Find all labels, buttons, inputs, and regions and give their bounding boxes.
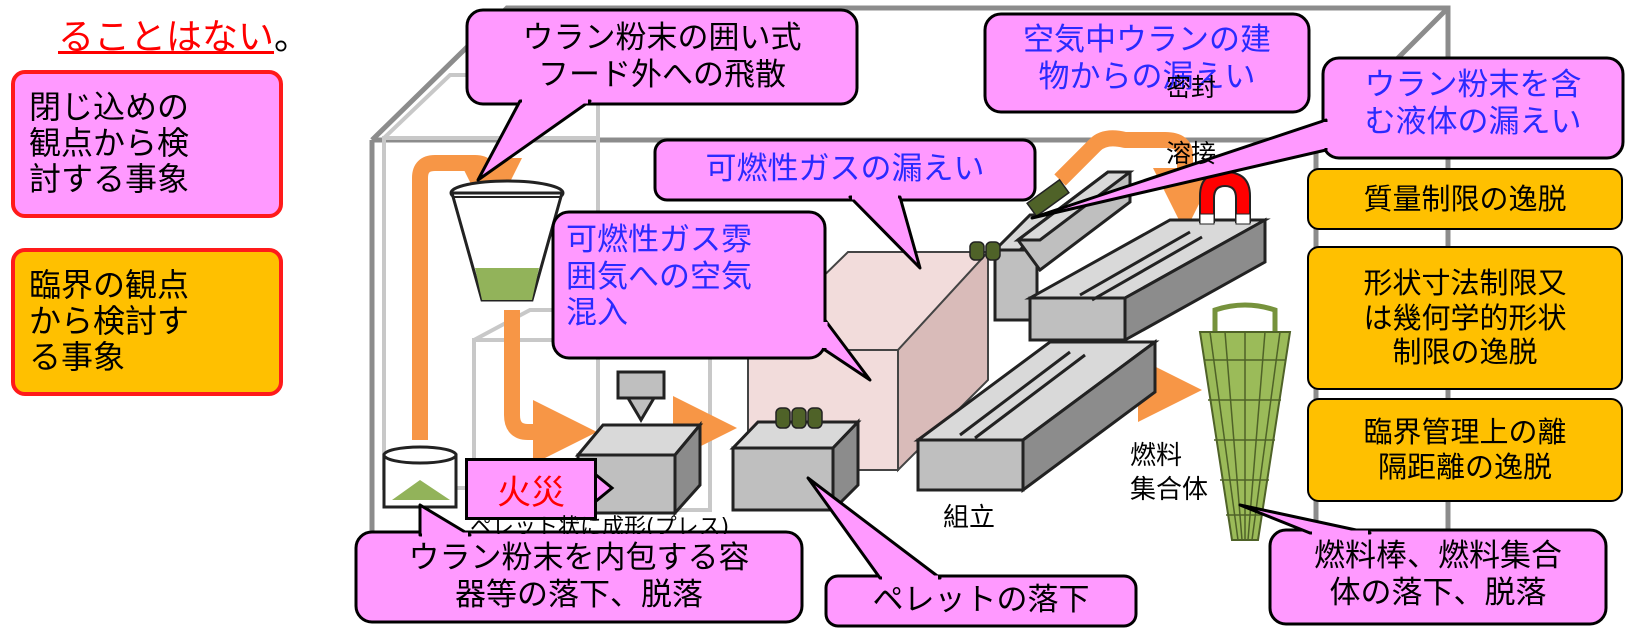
callout-hood-scatter-text: ウラン粉末の囲い式 フード外への飛散 xyxy=(522,20,802,93)
callout-airborne-leak xyxy=(983,12,1311,114)
top-note: ることはない。 xyxy=(58,8,310,60)
callout-pellet-drop xyxy=(806,476,1138,628)
rod-bench-upper xyxy=(1024,217,1271,343)
legend-criticality: 臨界の観点 から検討す る事象 xyxy=(11,248,283,396)
callout-hood-scatter xyxy=(465,8,859,182)
magnet-icon xyxy=(1199,170,1251,225)
powder-container xyxy=(382,445,458,509)
callout-air-ingress-text: 可燃性ガス雰 囲気への空気 混入 xyxy=(566,222,752,332)
hopper xyxy=(449,179,565,302)
crit-geometry-limit: 形状寸法制限又 は幾何学的形状 制限の逸脱 xyxy=(1307,246,1623,390)
callout-liquid-leak-text: ウラン粉末を含 む液体の漏えい xyxy=(1364,67,1582,140)
callout-air-ingress xyxy=(551,210,872,382)
press-machine xyxy=(574,370,704,517)
label-assembly: 組立 xyxy=(943,503,996,533)
top-note-punct: 。 xyxy=(274,17,311,58)
callout-pellet-drop-text: ペレットの落下 xyxy=(872,582,1090,618)
callout-liquid-leak xyxy=(1030,56,1625,220)
callout-gas-leak xyxy=(653,138,1037,270)
callout-airborne-leak-text: 空気中ウランの建 物からの漏えい xyxy=(1023,22,1271,95)
crit-spacing-limit: 臨界管理上の離 隔距離の逸脱 xyxy=(1307,398,1623,502)
legend-containment: 閉じ込めの 観点から検 討する事象 xyxy=(11,70,283,218)
top-note-text: ることはない xyxy=(58,17,275,58)
callout-assembly-drop-text: 燃料棒、燃料集合 体の落下、脱落 xyxy=(1314,538,1562,611)
label-seal: 密封 xyxy=(1166,73,1217,102)
inspection-bench xyxy=(913,339,1160,493)
callout-container-drop-text: ウラン粉末を内包する容 器等の落下、脱落 xyxy=(408,540,750,613)
callout-container-drop xyxy=(354,503,804,624)
callout-gas-leak-text: 可燃性ガスの漏えい xyxy=(705,151,985,187)
label-press: ペレット状に成形(プレス) xyxy=(470,515,730,534)
label-fuel-assembly: 燃料 集合体 xyxy=(1130,441,1209,505)
label-weld: 溶接 xyxy=(1166,139,1217,168)
fire-label: 火災 xyxy=(465,458,597,520)
crit-mass-limit: 質量制限の逸脱 xyxy=(1307,168,1623,230)
pellet-tray xyxy=(729,407,862,514)
callout-assembly-drop xyxy=(1238,503,1608,626)
